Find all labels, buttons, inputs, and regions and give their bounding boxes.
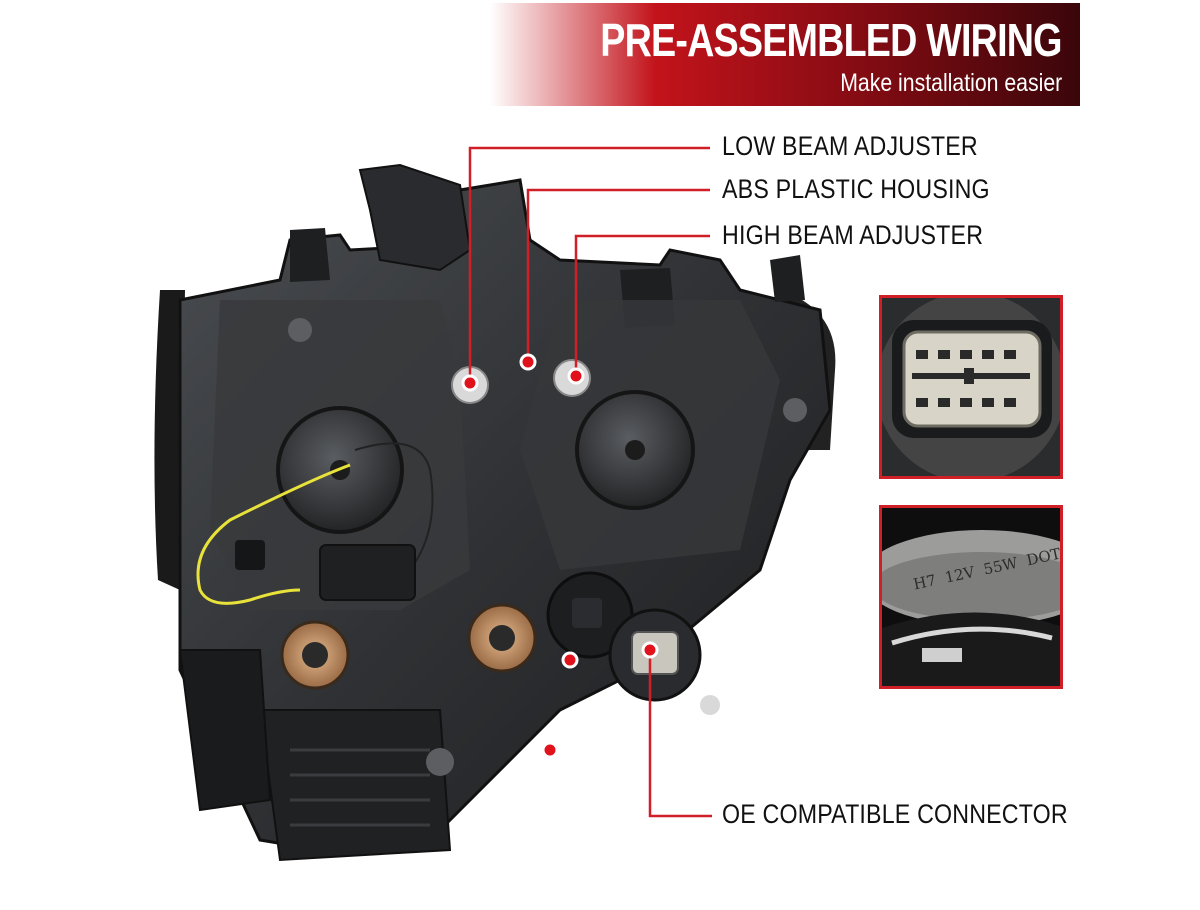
banner-title: PRE-ASSEMBLED WIRING — [600, 14, 1063, 66]
oe-compatible-connector-label: OE COMPATIBLE CONNECTOR — [722, 799, 1068, 829]
bulb-closeup-inset: H7 12V 55W DOT — [879, 505, 1063, 689]
abs-plastic-housing-label: ABS PLASTIC HOUSING — [722, 174, 990, 204]
header-banner: PRE-ASSEMBLED WIRING Make installation e… — [490, 3, 1080, 106]
low-beam-adjuster-label: LOW BEAM ADJUSTER — [722, 131, 978, 161]
connector-closeup-image — [882, 298, 1060, 476]
bulb-closeup-image — [882, 508, 1060, 686]
high-beam-adjuster-label: HIGH BEAM ADJUSTER — [722, 220, 984, 250]
connector-closeup-inset — [879, 295, 1063, 479]
headlight-product-image — [154, 163, 836, 862]
banner-subtitle: Make installation easier — [839, 69, 1062, 97]
